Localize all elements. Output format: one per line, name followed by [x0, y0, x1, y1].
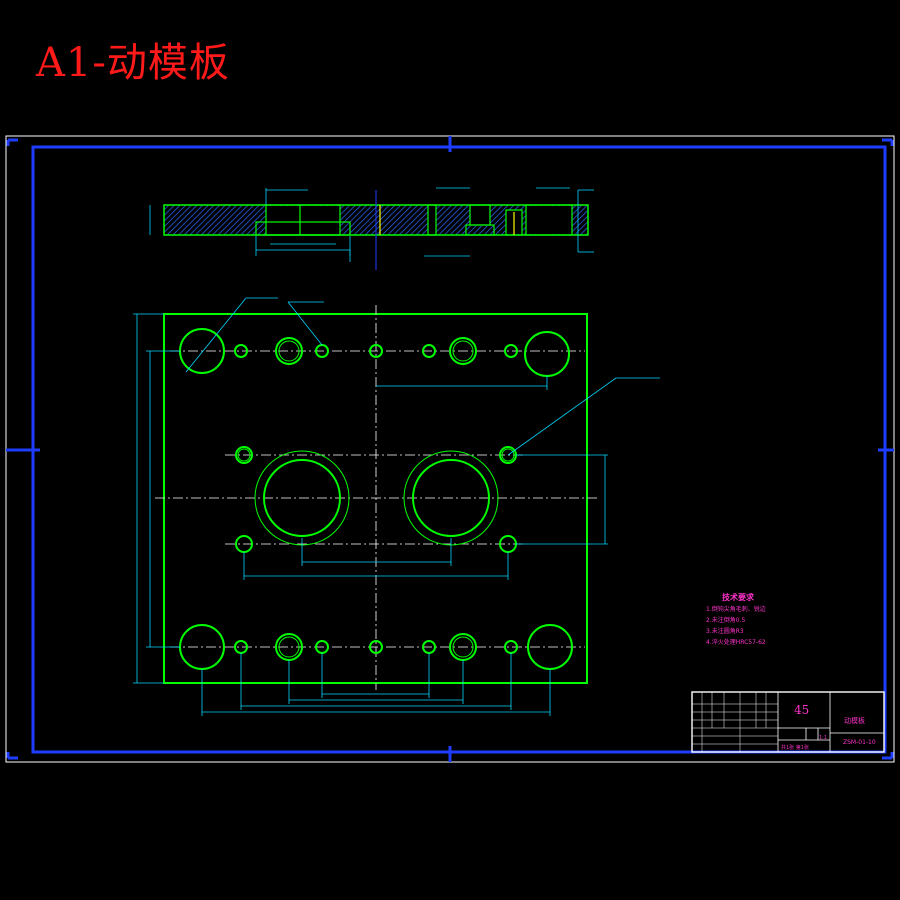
technical-requirement-4: 4.淬火处理HRC57-62 [706, 639, 766, 646]
title-block-scale: 1:1 [819, 735, 828, 741]
title-block-material: 45 [794, 703, 810, 717]
title-block-sheet: 共1张 第1张 [781, 745, 809, 751]
centering-marks [6, 136, 894, 762]
plan-view [133, 297, 660, 716]
inner-frame [31, 145, 887, 754]
title-block [691, 691, 885, 753]
title-block-drawing-no: ZSM-01-10 [843, 739, 876, 746]
drawing-title: A1-动模板 [36, 40, 230, 86]
plate-outline [163, 313, 588, 684]
section-view [149, 187, 594, 270]
technical-requirements-heading: 技术要求 [722, 593, 754, 602]
technical-requirement-3: 3.未注圆角R3 [706, 628, 744, 635]
technical-requirement-2: 2.未注倒角0.5 [706, 617, 746, 624]
title-block-part-name: 动模板 [844, 717, 865, 725]
technical-requirement-1: 1.倒钝尖角毛刺、锐边 [706, 606, 766, 613]
technical-requirements: 技术要求 1.倒钝尖角毛刺、锐边 2.未注倒角0.5 3.未注圆角R3 4.淬火… [706, 592, 766, 648]
